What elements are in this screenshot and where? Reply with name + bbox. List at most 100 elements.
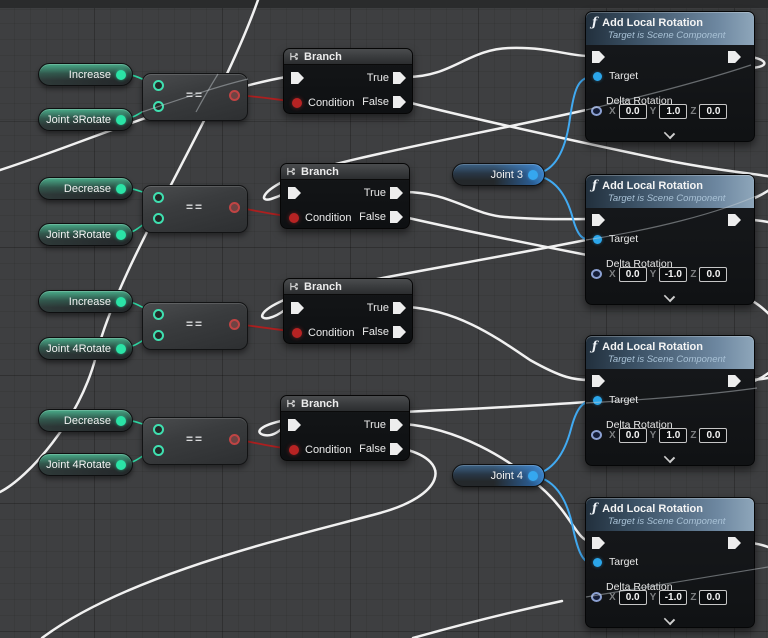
false-pin-row[interactable]: False [362,326,406,338]
variable-pill-joint4rotate[interactable]: Joint 4Rotate [38,337,133,360]
false-exec-pin[interactable] [390,443,403,455]
compare-output-pin[interactable] [229,90,240,101]
variable-pill-increase[interactable]: Increase [38,290,133,313]
exec-in-pin[interactable] [291,302,304,314]
equals-node[interactable]: == [142,302,248,350]
condition-pin-row[interactable]: Condition [292,97,354,109]
value-box-z[interactable]: 0.0 [699,428,728,443]
target-pin[interactable] [593,234,602,244]
target-pin-row[interactable]: Target [593,394,638,406]
delta-rotation-pin[interactable] [591,592,602,602]
condition-pin-row[interactable]: Condition [292,327,354,339]
target-pin-row[interactable]: Target [593,233,638,245]
true-exec-pin[interactable] [390,187,403,199]
equals-node[interactable]: == [142,73,248,121]
exec-in-pin[interactable] [288,419,301,431]
compare-input-pin-b[interactable] [153,330,164,341]
condition-pin-row[interactable]: Condition [289,212,351,224]
exec-in-pin[interactable] [592,537,605,549]
exec-out-pin[interactable] [728,214,741,226]
true-pin-row[interactable]: True [364,419,403,431]
value-box-y[interactable]: -1.0 [659,590,688,605]
value-box-x[interactable]: 0.0 [618,590,647,605]
equals-node[interactable]: == [142,185,248,233]
compare-output-pin[interactable] [229,319,240,330]
variable-pill-joint3rotate[interactable]: Joint 3Rotate [38,108,133,131]
collapse-chevron-icon[interactable] [665,129,674,138]
exec-in-pin[interactable] [592,375,605,387]
joint4-variable-node[interactable]: Joint 4 [452,464,545,487]
compare-output-pin[interactable] [229,202,240,213]
compare-output-pin[interactable] [229,434,240,445]
bool-output-pin[interactable] [116,229,126,240]
delta-rotation-pin[interactable] [591,269,602,279]
bool-output-pin[interactable] [116,415,126,426]
false-exec-pin[interactable] [393,326,406,338]
branch-node[interactable]: Branch True False Condition [283,278,413,344]
compare-input-pin-b[interactable] [153,445,164,456]
exec-out-pin[interactable] [728,375,741,387]
false-exec-pin[interactable] [393,96,406,108]
value-box-y[interactable]: -1.0 [659,267,688,282]
value-box-z[interactable]: 0.0 [699,590,728,605]
condition-pin[interactable] [292,328,302,338]
false-pin-row[interactable]: False [362,96,406,108]
value-box-x[interactable]: 0.0 [618,104,647,119]
branch-node[interactable]: Branch True False Condition [283,48,413,114]
variable-pill-decrease[interactable]: Decrease [38,409,133,432]
bool-output-pin[interactable] [116,459,126,470]
false-exec-pin[interactable] [390,211,403,223]
branch-header[interactable]: Branch [284,49,412,65]
compare-input-pin-b[interactable] [153,213,164,224]
condition-pin[interactable] [292,98,302,108]
exec-in-pin[interactable] [592,51,605,63]
object-output-pin[interactable] [528,169,538,180]
value-box-y[interactable]: 1.0 [659,428,688,443]
exec-in-pin[interactable] [592,214,605,226]
true-exec-pin[interactable] [393,72,406,84]
compare-input-pin-b[interactable] [153,101,164,112]
variable-pill-joint4rotate[interactable]: Joint 4Rotate [38,453,133,476]
true-pin-row[interactable]: True [364,187,403,199]
variable-pill-increase[interactable]: Increase [38,63,133,86]
variable-pill-decrease[interactable]: Decrease [38,177,133,200]
bool-output-pin[interactable] [116,183,126,194]
value-box-y[interactable]: 1.0 [659,104,688,119]
false-pin-row[interactable]: False [359,443,403,455]
target-pin[interactable] [593,395,602,405]
joint3-variable-node[interactable]: Joint 3 [452,163,545,186]
collapse-chevron-icon[interactable] [665,292,674,301]
target-pin-row[interactable]: Target [593,70,638,82]
bool-output-pin[interactable] [116,296,126,307]
delta-rotation-pin[interactable] [591,106,602,116]
delta-rotation-pin[interactable] [591,430,602,440]
value-box-z[interactable]: 0.0 [699,267,728,282]
bool-output-pin[interactable] [116,69,126,80]
branch-header[interactable]: Branch [281,396,409,412]
bool-output-pin[interactable] [116,343,126,354]
variable-pill-joint3rotate[interactable]: Joint 3Rotate [38,223,133,246]
target-pin-row[interactable]: Target [593,556,638,568]
value-box-z[interactable]: 0.0 [699,104,728,119]
value-box-x[interactable]: 0.0 [618,267,647,282]
true-exec-pin[interactable] [393,302,406,314]
false-pin-row[interactable]: False [359,211,403,223]
exec-in-pin[interactable] [288,187,301,199]
object-output-pin[interactable] [528,470,538,481]
collapse-chevron-icon[interactable] [665,453,674,462]
true-exec-pin[interactable] [390,419,403,431]
target-pin[interactable] [593,557,602,567]
exec-out-pin[interactable] [728,51,741,63]
equals-node[interactable]: == [142,417,248,465]
true-pin-row[interactable]: True [367,72,406,84]
condition-pin[interactable] [289,445,299,455]
branch-node[interactable]: Branch True False Condition [280,395,410,461]
